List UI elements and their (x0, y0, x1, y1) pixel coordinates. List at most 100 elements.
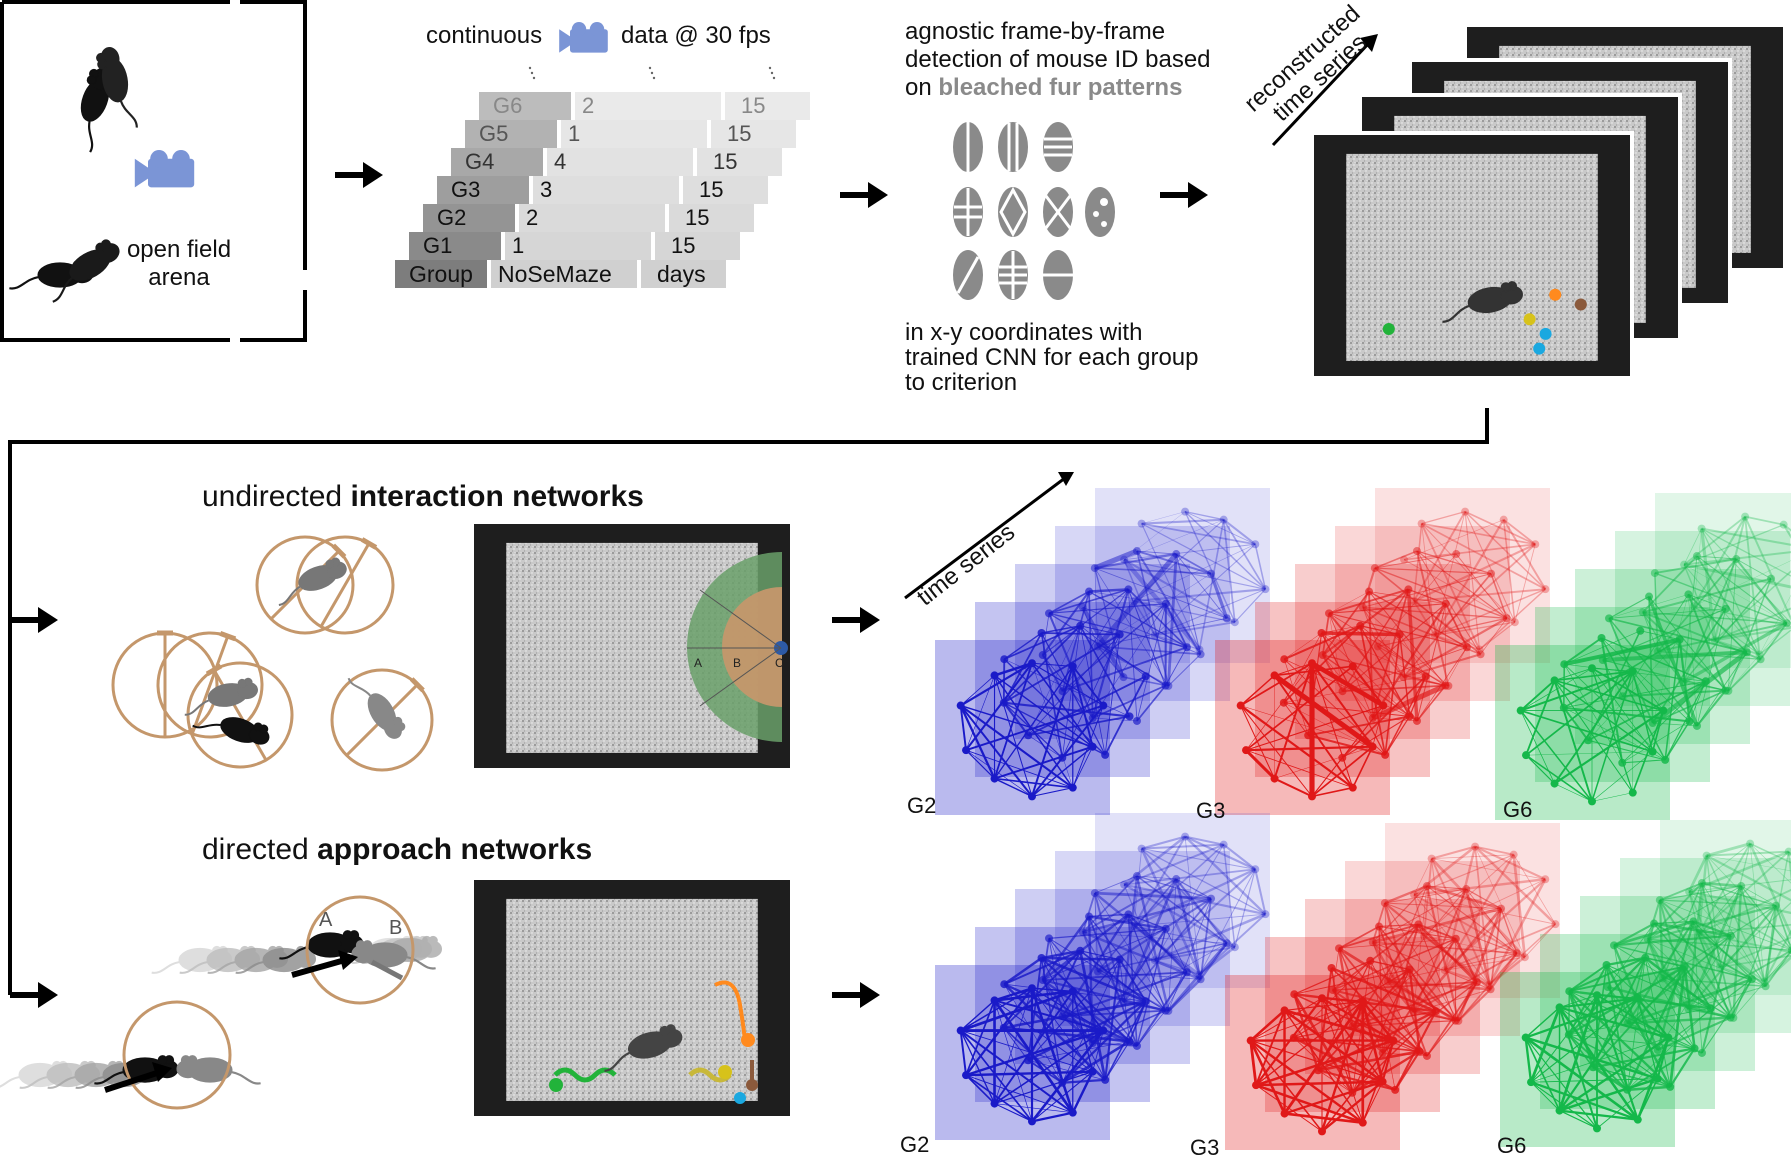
group-label-g2-bottom: G2 (900, 1132, 929, 1158)
detection-bottom-line1: in x-y coordinates with (905, 320, 1198, 345)
network-node (1722, 605, 1730, 613)
table-row-days-cell (711, 120, 796, 148)
network-node (1181, 833, 1189, 841)
mouse-icon (177, 1056, 261, 1084)
table-row-group: G3 (451, 177, 480, 203)
interaction-zone-diagrams (113, 517, 453, 791)
network-node (1588, 797, 1596, 805)
network-node (1452, 550, 1460, 558)
network-edge (1042, 958, 1120, 960)
arrow-head (860, 607, 880, 633)
network-node (991, 671, 999, 679)
arrow-right-icon (832, 607, 880, 633)
network-node (1693, 552, 1701, 560)
network-node (1396, 631, 1404, 639)
network-node (1517, 707, 1525, 715)
mouse-marker-dot (1549, 289, 1561, 301)
zone-label-b: B (733, 656, 741, 670)
network-node (1162, 1007, 1170, 1015)
network-node (1116, 631, 1124, 639)
table-row-days-cell (655, 232, 740, 260)
network-node (991, 996, 999, 1004)
network-node (1261, 910, 1269, 918)
network-node (1375, 923, 1383, 931)
arrow-head (860, 982, 880, 1008)
network-node (1551, 920, 1559, 928)
network-node (1124, 585, 1132, 593)
detection-line3-prefix: on (905, 74, 938, 101)
network-node (1069, 1109, 1077, 1117)
network-node (991, 775, 999, 783)
network-node (1487, 570, 1495, 578)
table-row-nosemaze: 2 (526, 205, 538, 231)
interaction-title-bold: interaction networks (350, 480, 643, 513)
network-node (1389, 1037, 1397, 1045)
table-row-group: G6 (493, 93, 522, 119)
network-node (1702, 677, 1710, 685)
arrow-head (363, 162, 383, 188)
group-label-g2-top: G2 (907, 793, 936, 819)
network-node (1366, 957, 1374, 965)
network-node (1261, 585, 1269, 593)
interaction-title-prefix: undirected (202, 480, 350, 513)
recording-prefix: continuous (426, 22, 542, 50)
network-node (1503, 614, 1511, 622)
table-row-nosemaze-cell (519, 204, 665, 232)
network-node (1477, 650, 1485, 658)
bleached-fur-highlight: bleached fur patterns (938, 74, 1182, 101)
network-node (1028, 1117, 1036, 1125)
camera-lens (135, 159, 148, 188)
approach-video-frame (472, 878, 792, 1118)
table-row-nosemaze-cell (533, 176, 679, 204)
arrow-right-icon (840, 182, 888, 208)
network-node (1359, 1119, 1367, 1127)
table-row-days: 15 (699, 177, 723, 203)
network-node (1634, 994, 1642, 1002)
mouse-marker-dot (549, 1078, 563, 1092)
network-node (1133, 547, 1141, 555)
arrow-head (38, 982, 58, 1008)
network-node (1497, 905, 1505, 913)
mouse-icon (279, 931, 363, 959)
network-node (1124, 910, 1132, 918)
fur-pattern-body (1085, 187, 1115, 237)
table-row-group: G4 (465, 149, 494, 175)
camera-reel (172, 150, 190, 168)
network-node (1318, 629, 1326, 637)
mouse-marker-dot (1533, 343, 1545, 355)
network-node (1414, 920, 1422, 928)
network-node (1237, 702, 1245, 710)
arrow-head (868, 182, 888, 208)
network-node (1649, 748, 1657, 756)
network-node (1500, 516, 1508, 524)
table-row-days-cell (683, 176, 768, 204)
network-node (1379, 702, 1387, 710)
network-node (1069, 987, 1077, 995)
group-label-g6-top: G6 (1503, 797, 1532, 823)
table-row-days: 15 (713, 149, 737, 175)
network-node (1089, 1068, 1097, 1076)
network-node (1197, 975, 1205, 983)
table-row-nosemaze: 1 (568, 121, 580, 147)
network-node (1028, 984, 1036, 992)
network-node (1220, 516, 1228, 524)
recording-suffix: data @ 30 fps (621, 22, 771, 50)
network-node (1641, 954, 1649, 962)
network-node (1308, 659, 1316, 667)
network-node (1142, 997, 1150, 1005)
network-node (1556, 1107, 1564, 1115)
network-node (1406, 966, 1414, 974)
zone-label-c: C (775, 656, 784, 670)
network-node (1183, 968, 1191, 976)
approach-title: directed approach networks (202, 833, 592, 867)
network-node (1223, 939, 1231, 947)
fur-pattern-body (998, 122, 1028, 172)
camera-reel (150, 150, 168, 168)
network-node (1318, 994, 1326, 1002)
network-node (1076, 622, 1084, 630)
network-node (1271, 775, 1279, 783)
network-node (1531, 540, 1539, 548)
interaction-zone (113, 633, 217, 737)
network-node (1664, 1034, 1672, 1042)
